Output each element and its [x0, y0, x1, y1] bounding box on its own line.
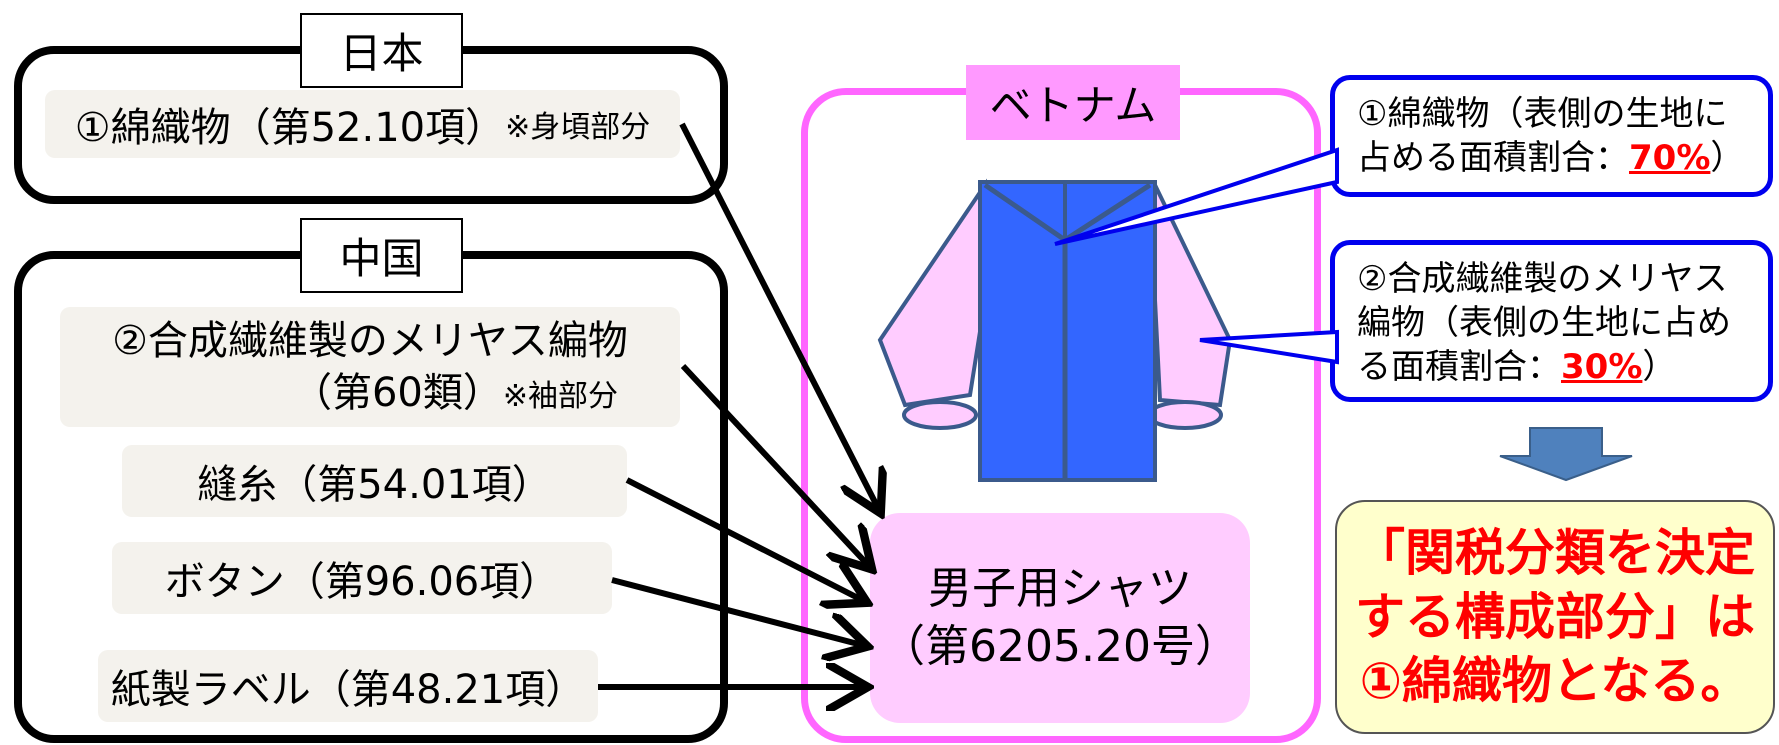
- sewing-thread-label: 縫糸（第54.01項）: [197, 462, 552, 508]
- shirt-left-cuff: [902, 400, 978, 430]
- callout-cotton-prefix: 占める面積割合：: [1357, 138, 1629, 179]
- conclusion-line3: ①綿織物となる。: [1359, 652, 1751, 710]
- arrow-synthetic-knit: [680, 363, 868, 565]
- synthetic-knit-line1: ②合成繊維製のメリヤス編物: [112, 318, 628, 364]
- product-name: 男子用シャツ: [928, 562, 1192, 614]
- paper-label-label: 紙製ラベル（第48.21項）: [110, 667, 586, 713]
- japan-item-cotton-fabric: ①綿織物（第52.10項）※身頃部分: [45, 90, 680, 158]
- callout-synthetic-line1: ②合成繊維製のメリヤス: [1357, 259, 1728, 299]
- origin-arrows: [598, 122, 878, 687]
- callout-cotton-percent: 70%: [1629, 138, 1711, 179]
- shirt-left-sleeve: [877, 178, 987, 408]
- conclusion-line2: する構成部分」は: [1355, 588, 1755, 646]
- vietnam-tag: ベトナム: [966, 65, 1180, 140]
- china-tag: 中国: [300, 218, 463, 293]
- cotton-fabric-label: ①綿織物（第52.10項）: [74, 105, 506, 151]
- arrow-sewing-thread: [625, 477, 862, 600]
- china-item-button: ボタン（第96.06項）: [112, 542, 612, 614]
- callout-synthetic-line2: 編物（表側の生地に占め: [1357, 303, 1731, 344]
- button-label: ボタン（第96.06項）: [164, 559, 560, 605]
- china-item-sewing-thread: 縫糸（第54.01項）: [122, 445, 627, 517]
- callout-synthetic-suffix: ）: [1642, 347, 1677, 388]
- shirt-right-cuff: [1147, 400, 1223, 430]
- down-arrow-icon: [1499, 427, 1633, 482]
- china-tag-label: 中国: [339, 234, 424, 283]
- conclusion-line1: 「関税分類を決定: [1355, 524, 1755, 582]
- callout-cotton-line2: 占める面積割合：70%）: [1357, 136, 1754, 180]
- synthetic-knit-chapter: （第60類）: [291, 370, 503, 416]
- cotton-fabric-note: ※身頃部分: [505, 110, 651, 145]
- callout-cotton-suffix: ）: [1710, 138, 1745, 179]
- callout-cotton-pointer: [1054, 147, 1339, 246]
- vietnam-tag-label: ベトナム: [989, 81, 1157, 130]
- callout-synthetic-pointer: [1199, 329, 1339, 365]
- arrow-cotton-fabric: [679, 122, 878, 508]
- china-item-paper-label: 紙製ラベル（第48.21項）: [98, 650, 598, 722]
- mens-shirt-product-box: 男子用シャツ （第6205.20号）: [870, 513, 1250, 723]
- callout-synthetic-percent: 30%: [1561, 347, 1643, 388]
- shirt-body-left: [978, 180, 1067, 482]
- callout-cotton-share: ①綿織物（表側の生地に 占める面積割合：70%）: [1330, 75, 1773, 197]
- synthetic-knit-line2: （第60類）※袖部分: [122, 367, 618, 419]
- japan-tag: 日本: [300, 13, 463, 88]
- synthetic-knit-note: ※袖部分: [502, 379, 619, 414]
- callout-synthetic-prefix: る面積割合：: [1357, 347, 1561, 388]
- shirt-illustration: [877, 178, 1233, 482]
- conclusion-box: 「関税分類を決定 する構成部分」は ①綿織物となる。: [1335, 500, 1775, 734]
- product-heading-code: （第6205.20号）: [881, 621, 1239, 672]
- japan-tag-label: 日本: [339, 29, 424, 78]
- callout-synthetic-share: ②合成繊維製のメリヤス 編物（表側の生地に占め る面積割合：30%）: [1330, 240, 1773, 402]
- china-item-synthetic-knit: ②合成繊維製のメリヤス編物 （第60類）※袖部分: [60, 307, 680, 427]
- arrow-button: [611, 577, 862, 645]
- callout-cotton-line1: ①綿織物（表側の生地に: [1357, 94, 1728, 134]
- callout-synthetic-line3: る面積割合：30%）: [1357, 345, 1754, 389]
